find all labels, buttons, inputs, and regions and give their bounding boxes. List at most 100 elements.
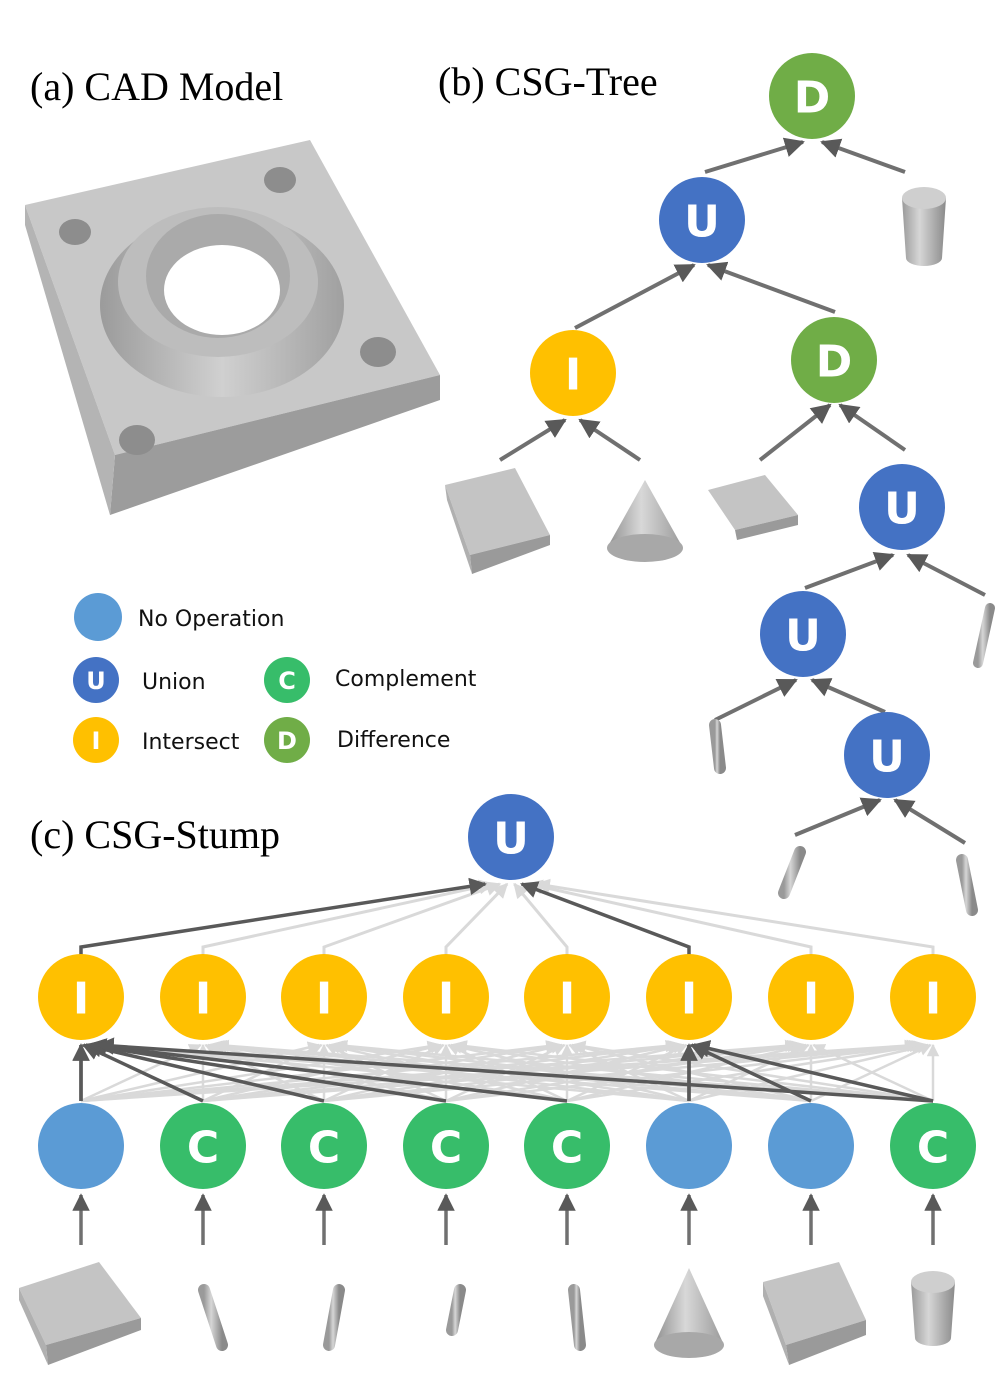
tree-edge bbox=[838, 403, 907, 452]
tree-edge bbox=[574, 263, 696, 330]
tree-edge bbox=[578, 418, 642, 462]
tree-node-union: U bbox=[859, 464, 945, 550]
svg-text:C: C bbox=[430, 1123, 462, 1174]
tree-edge bbox=[820, 138, 906, 174]
tree-node-difference: D bbox=[791, 317, 877, 403]
tree-edge bbox=[804, 551, 895, 590]
tree-node-intersect: I bbox=[530, 330, 616, 416]
svg-text:I: I bbox=[803, 974, 819, 1025]
stump-primitives bbox=[19, 1262, 955, 1365]
stump-primitive-cone bbox=[654, 1268, 724, 1358]
union-edge-inactive bbox=[534, 878, 935, 958]
svg-text:D: D bbox=[277, 727, 297, 755]
svg-text:U: U bbox=[869, 732, 905, 783]
title-csg-stump: (c) CSG-Stump bbox=[30, 812, 280, 857]
stump-primitive-cylinder bbox=[911, 1271, 955, 1346]
tree-edge bbox=[893, 798, 967, 845]
legend: No Operation U Union C Complement I Inte… bbox=[73, 593, 477, 763]
tree-primitive-cone bbox=[607, 480, 683, 562]
tree-primitive-box bbox=[445, 468, 550, 574]
tree-primitive-cylinder bbox=[709, 719, 726, 774]
tree-edge bbox=[706, 261, 836, 314]
svg-text:D: D bbox=[816, 337, 853, 388]
svg-text:C: C bbox=[278, 667, 296, 695]
svg-text:Intersect: Intersect bbox=[142, 730, 240, 755]
intersect-edge-active bbox=[692, 1040, 934, 1103]
stump-node-complement: C bbox=[281, 1103, 367, 1189]
svg-text:U: U bbox=[785, 611, 821, 662]
svg-text:U: U bbox=[884, 484, 920, 535]
union-edge-inactive bbox=[513, 882, 569, 958]
tree-edge bbox=[714, 678, 798, 722]
intersect-edge-inactive bbox=[91, 1039, 690, 1103]
title-cad-model: (a) CAD Model bbox=[30, 64, 283, 109]
stump-node-complement: C bbox=[524, 1103, 610, 1189]
svg-text:U: U bbox=[684, 197, 720, 248]
tree-primitive-cylinder bbox=[778, 846, 806, 899]
legend-intersect: I Intersect bbox=[73, 717, 240, 763]
intersect-edge-inactive bbox=[812, 1043, 934, 1103]
stump-node-complement: C bbox=[160, 1103, 246, 1189]
csg-stump: U I I I I I I I I C C C C C bbox=[19, 794, 976, 1365]
tree-edge bbox=[906, 553, 986, 597]
intersect-edge-inactive bbox=[454, 1040, 934, 1103]
svg-text:C: C bbox=[917, 1123, 949, 1174]
csg-tree: D U I D U U U bbox=[445, 53, 995, 916]
svg-text:C: C bbox=[308, 1123, 340, 1174]
stump-node-no-operation bbox=[646, 1103, 732, 1189]
svg-text:I: I bbox=[681, 974, 697, 1025]
svg-text:I: I bbox=[73, 974, 89, 1025]
union-edge-inactive bbox=[444, 882, 509, 958]
svg-text:I: I bbox=[316, 974, 332, 1025]
tree-node-difference-root: D bbox=[769, 53, 855, 139]
legend-no-operation: No Operation bbox=[74, 593, 284, 641]
tree-edge bbox=[810, 678, 886, 714]
legend-complement: C Complement bbox=[264, 657, 477, 703]
legend-difference: D Difference bbox=[264, 717, 450, 763]
stump-nodes: U I I I I I I I I C C C C C bbox=[38, 794, 976, 1189]
svg-text:I: I bbox=[559, 974, 575, 1025]
stump-node-intersect: I bbox=[768, 954, 854, 1040]
svg-text:D: D bbox=[794, 73, 831, 124]
cad-model-render bbox=[25, 140, 440, 515]
svg-text:I: I bbox=[195, 974, 211, 1025]
svg-text:I: I bbox=[438, 974, 454, 1025]
stump-primitive-cylinder bbox=[568, 1284, 586, 1351]
svg-text:I: I bbox=[925, 974, 941, 1025]
stump-primitive-box bbox=[19, 1262, 141, 1365]
stump-node-no-operation bbox=[38, 1103, 124, 1189]
svg-text:U: U bbox=[493, 814, 529, 865]
intersect-edge-inactive bbox=[334, 1039, 934, 1103]
svg-text:C: C bbox=[187, 1123, 219, 1174]
stump-node-intersect: I bbox=[890, 954, 976, 1040]
tree-edge bbox=[498, 418, 567, 462]
intersect-edge-active bbox=[96, 1037, 934, 1103]
tree-node-union: U bbox=[844, 712, 930, 798]
svg-text:Difference: Difference bbox=[337, 728, 450, 753]
svg-text:U: U bbox=[86, 667, 106, 695]
stump-primitive-box bbox=[763, 1262, 866, 1365]
svg-text:I: I bbox=[565, 350, 581, 401]
svg-text:C: C bbox=[551, 1123, 583, 1174]
title-csg-tree: (b) CSG-Tree bbox=[438, 59, 658, 104]
legend-union: U Union bbox=[73, 657, 206, 703]
stump-primitive-cylinder bbox=[198, 1284, 228, 1351]
stump-node-intersect: I bbox=[38, 954, 124, 1040]
stump-primitive-cylinder bbox=[323, 1284, 345, 1351]
tree-node-union: U bbox=[760, 591, 846, 677]
stump-primitive-cylinder bbox=[446, 1284, 466, 1336]
tree-primitive-cylinder bbox=[956, 854, 978, 916]
stump-node-intersect: I bbox=[524, 954, 610, 1040]
intersect-edge-active bbox=[88, 1038, 568, 1103]
tree-primitive-box-flat bbox=[708, 475, 798, 540]
svg-text:Union: Union bbox=[142, 670, 206, 695]
tree-node-union: U bbox=[659, 177, 745, 263]
tree-primitive-cylinder-large bbox=[902, 187, 946, 266]
stump-node-intersect: I bbox=[281, 954, 367, 1040]
intersect-edge-active bbox=[86, 1038, 447, 1103]
tree-primitive-cylinder bbox=[973, 603, 995, 668]
tree-edge bbox=[704, 137, 805, 174]
svg-text:I: I bbox=[92, 727, 101, 755]
tree-edge bbox=[794, 797, 882, 837]
